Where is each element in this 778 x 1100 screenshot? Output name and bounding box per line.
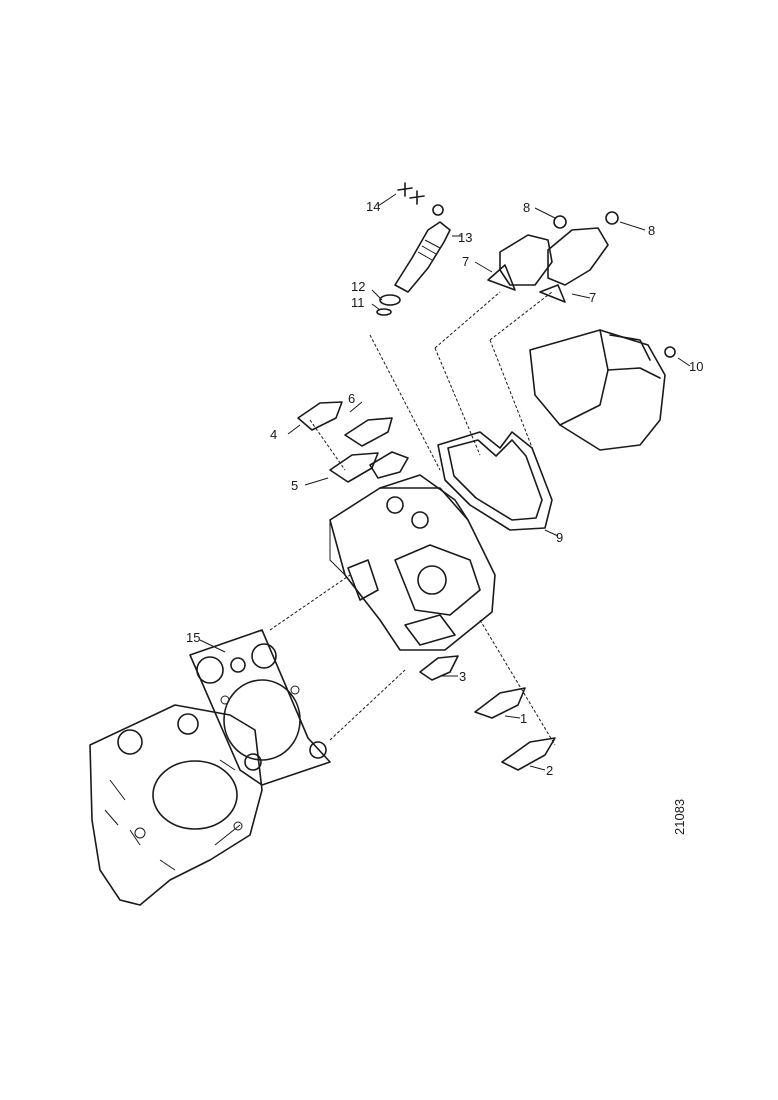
rocker-assembly — [487, 211, 619, 303]
callout-7-left: 7 — [462, 254, 469, 269]
callout-8-right: 8 — [648, 223, 655, 238]
callout-10: 10 — [689, 359, 703, 374]
callout-3: 3 — [459, 669, 466, 684]
callout-8-left: 8 — [523, 200, 530, 215]
head-gasket — [189, 629, 331, 786]
cylinder-head — [329, 474, 496, 651]
callout-12: 12 — [351, 279, 365, 294]
leader-lines — [199, 193, 691, 771]
port-gaskets-lower — [419, 655, 556, 771]
callout-5: 5 — [291, 478, 298, 493]
callout-14: 14 — [366, 199, 380, 214]
callout-7-right: 7 — [589, 290, 596, 305]
callout-6: 6 — [348, 391, 355, 406]
callout-4: 4 — [270, 427, 277, 442]
injector-seals — [376, 294, 401, 316]
engine-block — [89, 704, 263, 906]
callout-11: 11 — [351, 295, 365, 310]
screws — [397, 182, 425, 205]
callout-1: 1 — [520, 711, 527, 726]
callout-15: 15 — [186, 630, 200, 645]
port-gaskets-upper — [297, 401, 409, 483]
callout-13: 13 — [458, 230, 472, 245]
rocker-cover-gasket — [437, 431, 553, 531]
drawing-number: 21083 — [672, 799, 687, 835]
callout-labels: 14 13 12 11 7 7 8 8 10 6 4 5 9 15 3 1 2 — [186, 199, 703, 778]
callout-2: 2 — [546, 763, 553, 778]
callout-9: 9 — [556, 530, 563, 545]
rocker-cover — [529, 329, 676, 451]
injector — [394, 204, 451, 293]
